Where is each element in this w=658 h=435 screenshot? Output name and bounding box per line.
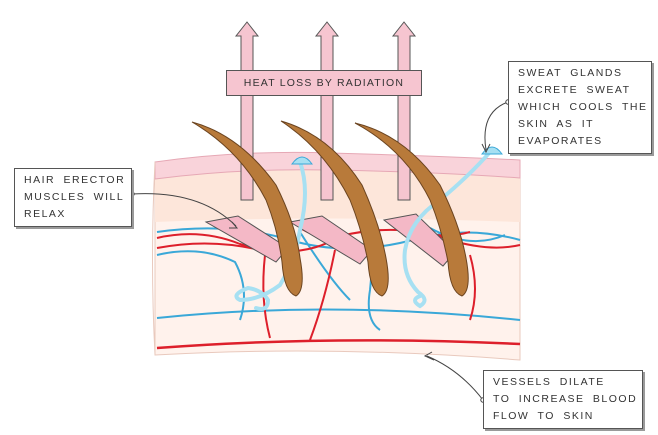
erector-muscles bbox=[204, 213, 456, 267]
label-line: EVAPORATES bbox=[518, 135, 603, 147]
label-line: VESSELS DILATE bbox=[493, 376, 605, 388]
sweat-droplet-icon bbox=[291, 156, 313, 165]
label-line: EXCRETE SWEAT bbox=[518, 84, 631, 96]
hair-strand-icon bbox=[280, 120, 389, 297]
hair-strand-icon bbox=[354, 122, 469, 297]
sweat-glands-label: SWEAT GLANDS EXCRETE SWEAT WHICH COOLS T… bbox=[508, 61, 652, 154]
sweat-droplet-icon bbox=[481, 146, 503, 155]
label-line: TO INCREASE BLOOD bbox=[493, 393, 638, 405]
label-line: SKIN AS IT bbox=[518, 118, 595, 130]
label-line: FLOW TO SKIN bbox=[493, 410, 594, 422]
sweat-droplets bbox=[291, 146, 503, 165]
label-line: MUSCLES WILL bbox=[24, 191, 125, 203]
skin-edge-left bbox=[152, 161, 156, 356]
leader-lines bbox=[131, 101, 509, 401]
label-line: SWEAT GLANDS bbox=[518, 67, 623, 79]
hair-strands bbox=[191, 120, 469, 297]
label-line: WHICH COOLS THE bbox=[518, 101, 648, 113]
sweat-ducts bbox=[234, 150, 492, 311]
main-vessel bbox=[156, 339, 521, 350]
vessels-label: VESSELS DILATE TO INCREASE BLOOD FLOW TO… bbox=[483, 370, 643, 429]
hair-strand-icon bbox=[191, 121, 303, 297]
label-line: RELAX bbox=[24, 208, 66, 220]
heat-loss-label: HEAT LOSS BY RADIATION bbox=[226, 70, 422, 96]
label-line: HAIR ERECTOR bbox=[24, 174, 126, 186]
hair-erector-label: HAIR ERECTOR MUSCLES WILL RELAX bbox=[14, 168, 132, 227]
